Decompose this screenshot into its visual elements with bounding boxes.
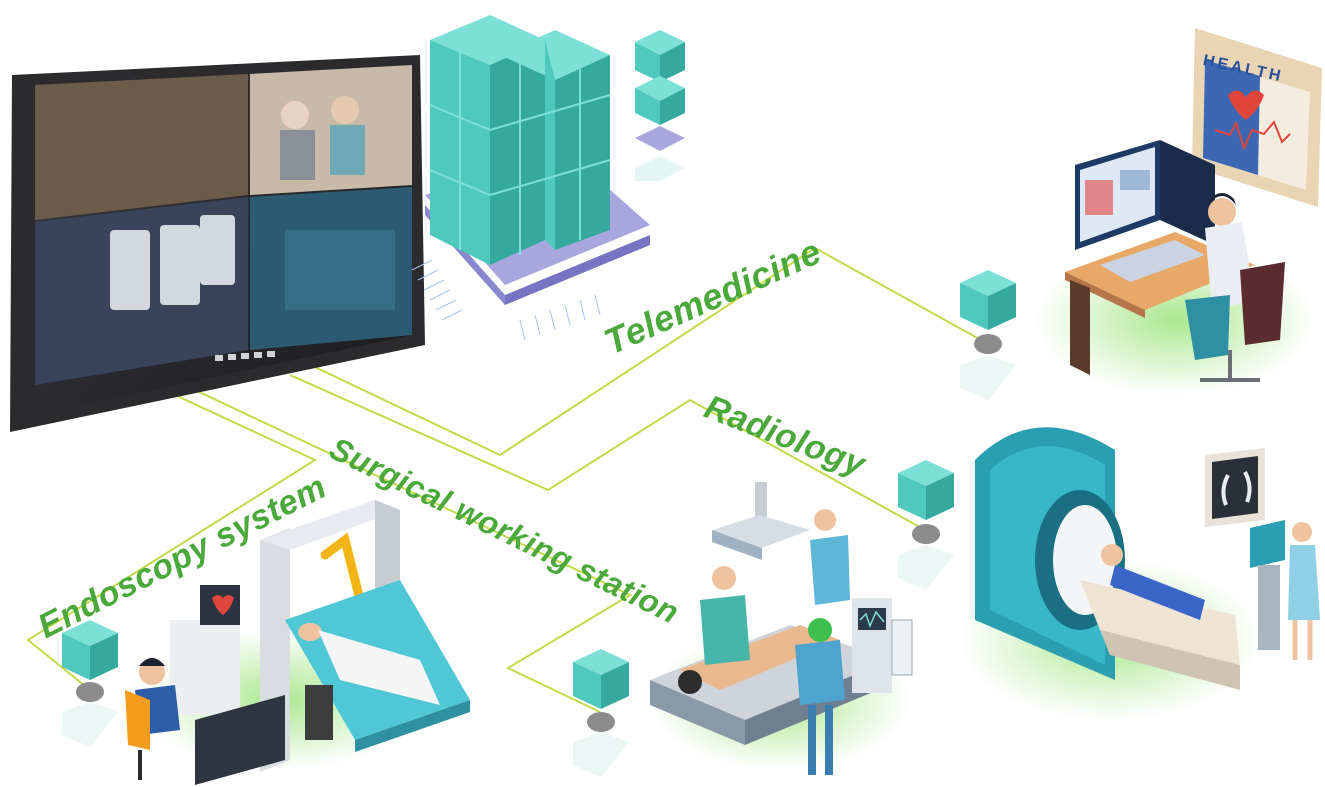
line-surgical: [194, 389, 633, 713]
server-cube-icon: [411, 15, 650, 341]
line-endoscopy: [26, 394, 318, 691]
doctor-workstation-icon: [1065, 140, 1285, 382]
line-radiology: [289, 374, 926, 531]
surgery-table-icon: [650, 482, 913, 775]
mri-scanner-icon: [975, 427, 1320, 690]
node-cube-surgical: [573, 649, 629, 777]
monitor: [10, 55, 425, 432]
floating-cubes: [635, 30, 685, 181]
node-cube-radiology: [898, 460, 954, 590]
node-cube-endoscopy: [62, 620, 118, 747]
video-tile-control-room: [35, 74, 248, 220]
monitor-buttons: [215, 351, 275, 361]
connection-lines: [26, 246, 991, 713]
line-telemedicine: [299, 246, 991, 457]
health-poster: [1192, 28, 1322, 207]
node-cube-telemedicine: [960, 270, 1016, 400]
endoscopy-robot-icon: [125, 500, 470, 785]
